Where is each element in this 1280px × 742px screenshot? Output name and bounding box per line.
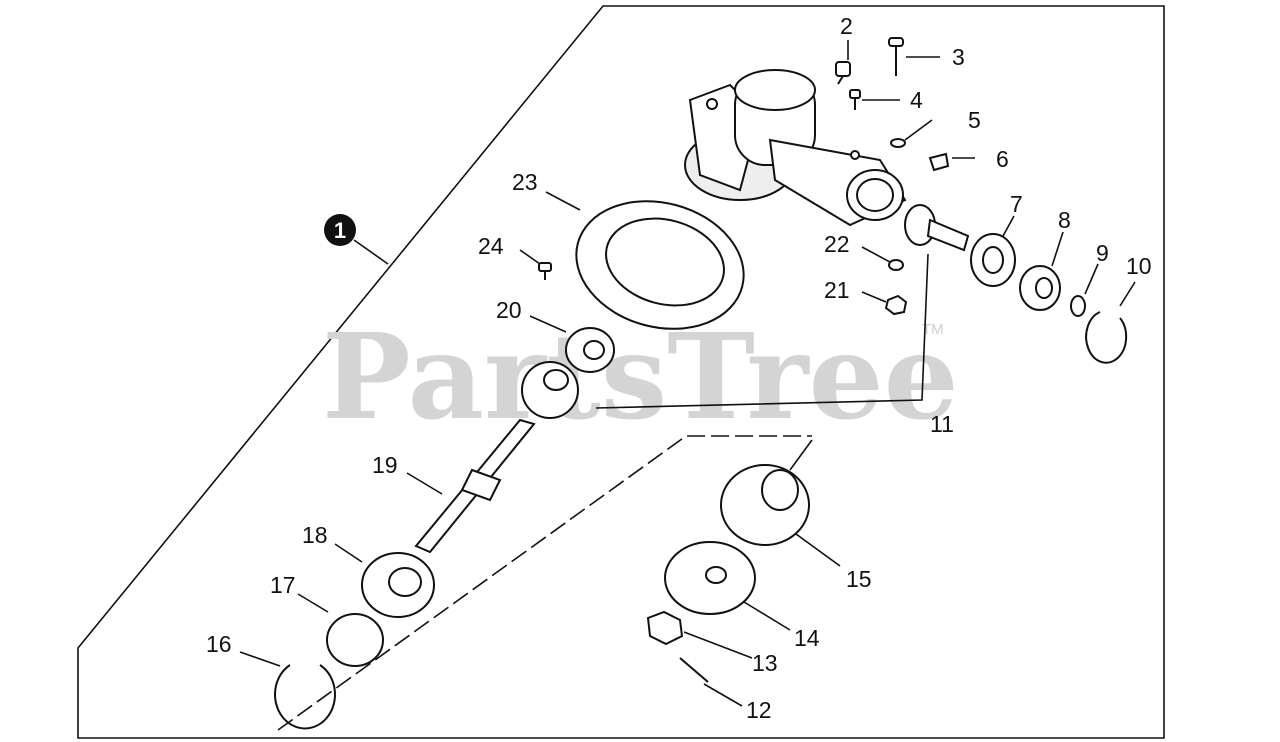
label-part-5: 5	[968, 107, 981, 133]
nut-13-icon	[646, 610, 684, 646]
washer-5-icon	[890, 138, 906, 148]
label-part-4: 4	[910, 87, 923, 113]
holder-15-icon	[720, 464, 810, 546]
label-part-19: 19	[372, 452, 398, 478]
svg-text:1: 1	[334, 218, 346, 243]
cover-23-icon	[575, 200, 745, 330]
label-part-18: 18	[302, 522, 328, 548]
nut-21-icon	[884, 294, 908, 316]
subgroup-outline	[277, 435, 812, 731]
screw-4-icon	[849, 89, 861, 110]
plate-6-icon	[928, 152, 950, 172]
snap-ring-9-icon	[1070, 295, 1086, 317]
pinion-gear-shaft	[904, 204, 970, 252]
label-part-17: 17	[270, 572, 296, 598]
bearing-8-icon	[1019, 265, 1061, 311]
bearing-20-icon	[565, 327, 615, 373]
screw-24-icon	[538, 262, 552, 280]
assembly-marker: 1	[324, 214, 356, 246]
washer-22-icon	[888, 259, 904, 271]
label-part-23: 23	[512, 169, 538, 195]
plate-14-icon	[664, 541, 756, 615]
label-part-7: 7	[1010, 191, 1023, 217]
label-part-8: 8	[1058, 207, 1071, 233]
label-part-14: 14	[794, 625, 820, 651]
bolt-3-icon	[888, 37, 904, 76]
label-part-6: 6	[996, 146, 1009, 172]
ring-17-icon	[326, 613, 384, 667]
label-part-11: 11	[930, 411, 954, 437]
label-part-22: 22	[824, 231, 850, 257]
label-part-3: 3	[952, 44, 965, 70]
label-part-10: 10	[1126, 253, 1152, 279]
circlip-16-icon	[274, 664, 336, 730]
label-part-16: 16	[206, 631, 232, 657]
bearing-7-icon	[970, 233, 1016, 287]
label-part-21: 21	[824, 277, 850, 303]
shaft-19-icon	[414, 418, 536, 554]
gear-case-housing	[684, 69, 907, 227]
assembly-outline	[77, 5, 1165, 739]
label-part-12: 12	[746, 697, 772, 723]
label-part-9: 9	[1096, 240, 1109, 266]
leader-lines	[239, 40, 1136, 707]
bevel-gear-icon	[521, 361, 579, 419]
label-part-24: 24	[478, 233, 504, 259]
screw-2-icon	[835, 61, 851, 85]
label-part-20: 20	[496, 297, 522, 323]
label-part-2: 2	[840, 13, 853, 39]
label-part-15: 15	[846, 566, 872, 592]
label-part-13: 13	[752, 650, 778, 676]
watermark-text: PartsTree	[322, 307, 959, 446]
bearing-18-icon	[361, 552, 435, 618]
cotter-pin-12-icon	[679, 657, 709, 683]
watermark-tm: TM	[922, 321, 944, 338]
retaining-ring-10-icon	[1085, 311, 1128, 364]
